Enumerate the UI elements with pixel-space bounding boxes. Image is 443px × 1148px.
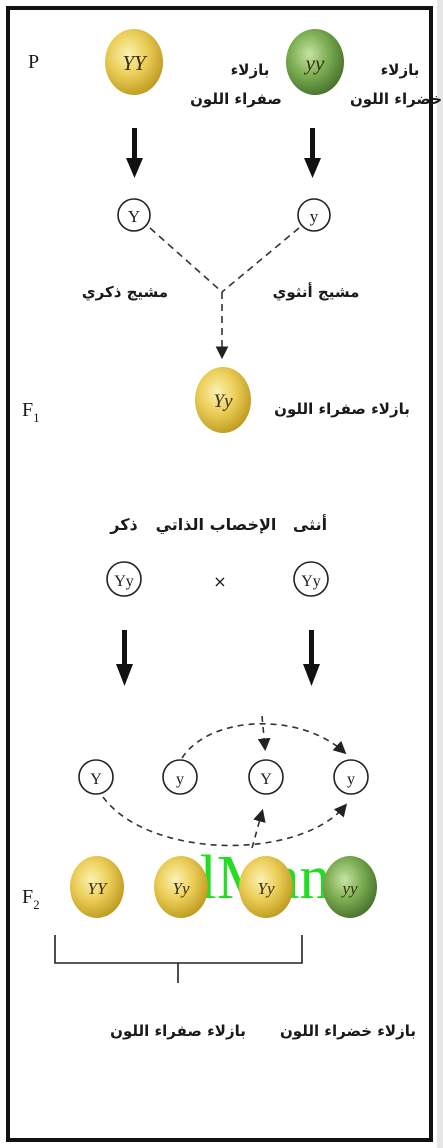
yellow-phenotype-label: بازلاء صفراء اللون <box>110 1022 246 1040</box>
female-gamete-allele: y <box>310 207 319 226</box>
yellow-phenotype-bracket <box>54 935 303 983</box>
f2-gamete-2: y <box>162 759 198 795</box>
fertilization-curves <box>102 715 348 849</box>
arrow-male-to-gametes <box>116 630 133 686</box>
arrow-green-to-gamete <box>304 128 321 178</box>
generation-f1-label: F1 <box>22 399 40 425</box>
page-edge <box>437 0 443 1148</box>
green-phenotype-label: بازلاء خضراء اللون <box>280 1022 416 1040</box>
arrow-yellow-to-gamete <box>126 128 143 178</box>
f2-gamete-3-allele: Y <box>260 771 272 788</box>
f2-pea-3-genotype: Yy <box>258 879 275 898</box>
f2-pea-1: YY <box>70 856 124 918</box>
f1-phenotype-label: بازلاء صفراء اللون <box>274 400 410 418</box>
generation-p-label: P <box>28 51 39 73</box>
yellow-parent-label-1: بازلاء <box>231 61 270 79</box>
green-parent-genotype: yy <box>304 51 325 75</box>
f2-gamete-4: y <box>333 759 369 795</box>
f2-pea-4: yy <box>323 856 377 918</box>
f2-pea-4-genotype: yy <box>340 879 358 898</box>
cross-symbol: × <box>213 572 226 591</box>
yellow-parent-label-2: صفراء اللون <box>190 90 282 108</box>
male-parent-genotype: Yy <box>114 573 134 590</box>
f2-gamete-3: Y <box>248 759 284 795</box>
green-parent-label-2: خضراء اللون <box>350 90 442 108</box>
yellow-parent-genotype: YY <box>122 51 148 75</box>
f2-pea-2: Yy <box>154 856 208 918</box>
male-gamete-allele: Y <box>128 207 140 226</box>
female-parent-gamete-circle: Yy <box>293 561 329 597</box>
f2-gamete-1-allele: Y <box>90 771 102 788</box>
male-gamete-label: مشيج ذكري <box>82 283 168 302</box>
female-label: أنثى <box>293 514 327 534</box>
gamete-fusion-lines <box>149 227 300 360</box>
f1-pea: Yy <box>195 367 251 433</box>
female-parent-genotype: Yy <box>301 573 321 590</box>
self-fertilization-label: الإخصاب الذاتي <box>156 515 277 535</box>
f2-gamete-2-allele: y <box>176 771 184 788</box>
yellow-parent-pea: YY <box>105 29 163 95</box>
f2-pea-2-genotype: Yy <box>173 879 190 898</box>
diagram-frame <box>6 6 433 1142</box>
f2-gamete-1: Y <box>78 759 114 795</box>
f2-pea-3: Yy <box>239 856 293 918</box>
f1-genotype: Yy <box>214 391 234 412</box>
male-label: ذكر <box>109 515 137 534</box>
female-gamete: y <box>297 198 331 232</box>
generation-f2-label: F2 <box>22 886 40 912</box>
green-parent-label-1: بازلاء <box>381 61 420 79</box>
f2-pea-1-genotype: YY <box>88 879 108 898</box>
male-gamete: Y <box>117 198 151 232</box>
female-gamete-label: مشيج أنثوي <box>273 282 360 302</box>
f2-gamete-4-allele: y <box>347 771 355 788</box>
male-parent-gamete-circle: Yy <box>106 561 142 597</box>
arrow-female-to-gametes <box>303 630 320 686</box>
green-parent-pea: yy <box>286 29 344 95</box>
